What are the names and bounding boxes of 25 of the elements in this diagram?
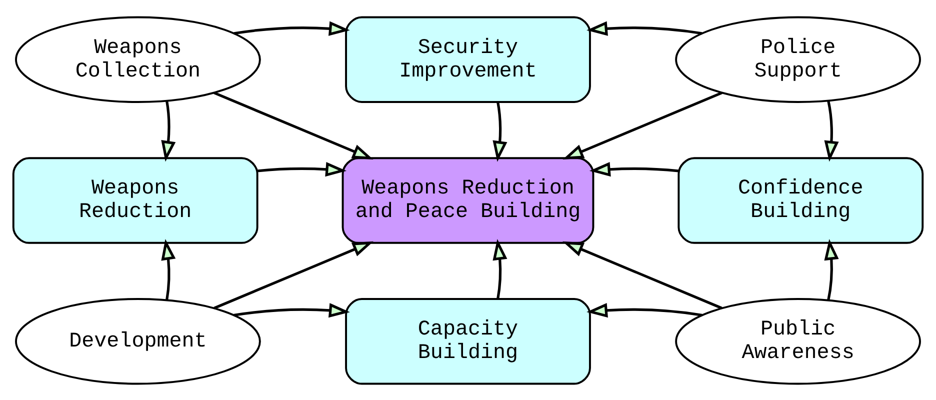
- arrow: [562, 91, 722, 160]
- arrow: [161, 238, 176, 300]
- arrow: [492, 238, 508, 299]
- node-box: Weapons Reduction: [12, 156, 258, 244]
- arrow: [824, 100, 839, 162]
- arrow: [586, 20, 702, 36]
- arrow: [234, 20, 350, 36]
- arrow: [257, 162, 347, 176]
- arrow: [214, 240, 374, 309]
- node-box: Capacity Building: [345, 298, 591, 384]
- arrow: [562, 240, 722, 309]
- arrow: [492, 101, 508, 162]
- arrow: [161, 100, 176, 162]
- arrow: [214, 91, 374, 160]
- node-ellipse: Weapons Collection: [15, 16, 261, 102]
- arrow: [586, 302, 702, 318]
- node-box: Weapons Reduction and Peace Building: [342, 156, 594, 244]
- arrow: [589, 162, 679, 176]
- node-box: Security Improvement: [345, 16, 591, 102]
- node-ellipse: Development: [15, 298, 261, 384]
- arrow: [234, 302, 350, 318]
- node-ellipse: Public Awareness: [675, 298, 921, 384]
- arrow: [824, 238, 839, 300]
- node-box: Confidence Building: [678, 156, 924, 244]
- node-ellipse: Police Support: [675, 16, 921, 102]
